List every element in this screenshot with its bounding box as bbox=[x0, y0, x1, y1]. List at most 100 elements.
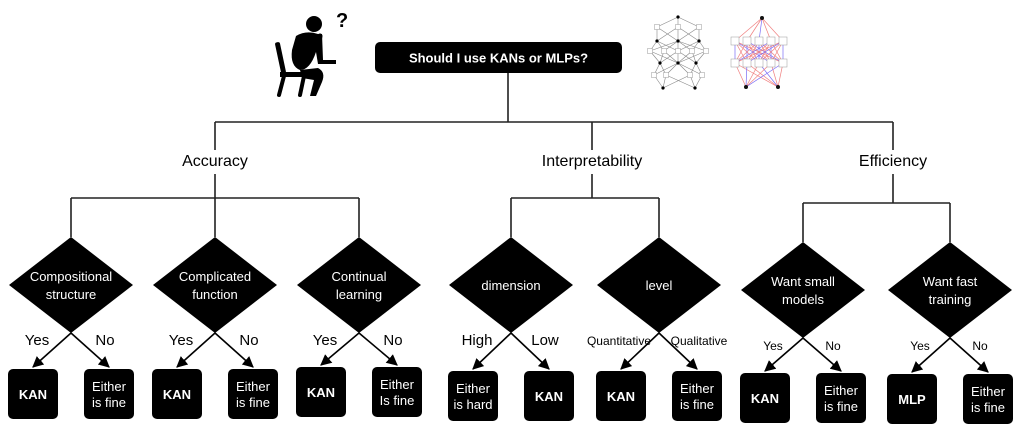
mlp-network-illustration bbox=[730, 16, 788, 89]
outcome-text: KAN bbox=[607, 389, 635, 404]
category-label-accuracy: Accuracy bbox=[182, 153, 248, 170]
outcome-node: KAN bbox=[296, 367, 346, 417]
decision-question-text: structure bbox=[46, 287, 97, 302]
kan-edge bbox=[665, 74, 696, 89]
kan-activation-box bbox=[675, 24, 681, 30]
branch-arrow bbox=[658, 332, 698, 370]
outcome-text: Is fine bbox=[380, 393, 415, 408]
decision-question-text: learning bbox=[336, 287, 382, 302]
outcome-text: KAN bbox=[163, 387, 191, 402]
mlp-activation-box bbox=[742, 58, 752, 68]
mlp-activation-box bbox=[778, 58, 788, 68]
decision-question-text: Continual bbox=[332, 269, 387, 284]
kan-edge bbox=[677, 40, 707, 52]
decision-question-text: Want small bbox=[771, 274, 835, 289]
kan-edge bbox=[656, 16, 679, 28]
outcome-text: Either bbox=[92, 379, 127, 394]
kan-node bbox=[661, 86, 665, 90]
kan-edge bbox=[677, 40, 700, 52]
kan-network-illustration bbox=[647, 15, 709, 90]
kan-node bbox=[655, 39, 659, 43]
kan-activation-box bbox=[687, 72, 693, 78]
kan-activation-box bbox=[699, 72, 705, 78]
decision-diamond bbox=[449, 237, 573, 333]
branch-arrow bbox=[70, 332, 110, 368]
kan-edge bbox=[656, 26, 679, 42]
branch-arrow bbox=[320, 332, 360, 366]
decision-node: dimension bbox=[449, 237, 573, 333]
thinking-person-icon bbox=[275, 16, 336, 97]
decision-diamond bbox=[153, 237, 277, 333]
mlp-edge bbox=[734, 40, 772, 64]
decision-question-text: dimension bbox=[481, 278, 540, 293]
decision-question-text: level bbox=[646, 278, 673, 293]
outcome-box bbox=[524, 371, 574, 421]
kan-node bbox=[676, 15, 680, 19]
kan-activation-box bbox=[689, 48, 695, 54]
outcome-node: MLP bbox=[887, 374, 937, 424]
kan-edge bbox=[677, 50, 707, 64]
outcome-box bbox=[8, 369, 58, 419]
outcome-text: Either bbox=[971, 384, 1006, 399]
kan-node bbox=[697, 39, 701, 43]
outcome-text: Either bbox=[380, 377, 415, 392]
tree-connector-lines bbox=[32, 73, 989, 373]
mlp-activation-box bbox=[766, 58, 776, 68]
kan-activation-box bbox=[696, 24, 702, 30]
branch-arrow bbox=[214, 332, 254, 368]
decision-node: Want small models bbox=[741, 242, 865, 338]
mlp-node bbox=[776, 85, 780, 89]
outcome-text: KAN bbox=[19, 387, 47, 402]
branch-edge-label: No bbox=[239, 332, 258, 349]
kan-node bbox=[676, 61, 680, 65]
branch-arrow bbox=[911, 337, 951, 373]
mlp-edge bbox=[746, 62, 779, 88]
kan-activation-box bbox=[647, 48, 653, 54]
outcome-text: is fine bbox=[92, 395, 126, 410]
branch-arrow bbox=[358, 332, 398, 366]
root-question-node: Should I use KANs or MLPs? bbox=[375, 42, 622, 73]
kan-node bbox=[694, 61, 698, 65]
kan-edge bbox=[659, 50, 679, 64]
kan-activation-box bbox=[663, 72, 669, 78]
branch-edge-label: Yes bbox=[313, 332, 337, 349]
branch-edge-label: No bbox=[972, 339, 988, 353]
mlp-activation-box bbox=[766, 36, 776, 46]
outcome-text: is fine bbox=[236, 395, 270, 410]
branch-edge-label: Yes bbox=[169, 332, 193, 349]
branch-arrow bbox=[32, 332, 72, 368]
branch-edge-label: Low bbox=[531, 332, 559, 349]
kan-edge bbox=[649, 40, 679, 52]
branch-edge-label: Yes bbox=[25, 332, 49, 349]
outcome-box bbox=[152, 369, 202, 419]
outcome-box bbox=[448, 371, 498, 421]
mlp-activation-box bbox=[754, 36, 764, 46]
decision-question-text: models bbox=[782, 292, 824, 307]
outcome-text: is fine bbox=[971, 400, 1005, 415]
kan-edge bbox=[653, 62, 679, 76]
kan-edge bbox=[649, 50, 679, 64]
mlp-activation-box bbox=[778, 36, 788, 46]
kan-activation-box bbox=[675, 48, 681, 54]
decision-node: Compositional structure bbox=[9, 237, 133, 333]
mlp-node bbox=[760, 16, 764, 20]
mlp-edge bbox=[734, 62, 779, 88]
outcome-text: Either bbox=[680, 381, 715, 396]
outcome-box bbox=[672, 371, 722, 421]
outcome-box bbox=[740, 373, 790, 423]
decision-question-text: Compositional bbox=[30, 269, 112, 284]
branch-edge-label: Quantitative bbox=[587, 334, 651, 348]
kan-edge bbox=[677, 50, 697, 64]
decision-diamond bbox=[597, 237, 721, 333]
branch-arrow bbox=[764, 337, 804, 372]
decision-node: Continual learning bbox=[297, 237, 421, 333]
mlp-edge bbox=[745, 62, 784, 88]
kan-edge bbox=[662, 74, 691, 89]
